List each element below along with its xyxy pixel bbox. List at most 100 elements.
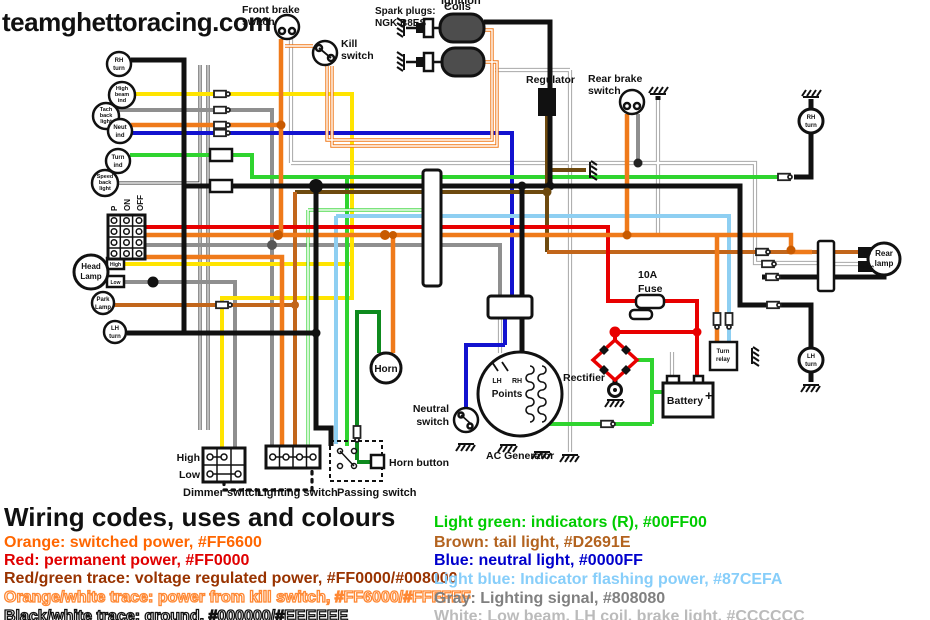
svg-text:Horn: Horn [374, 364, 397, 375]
svg-text:turn: turn [113, 66, 125, 72]
svg-text:back: back [99, 180, 112, 186]
dark-green-wires [355, 310, 381, 464]
connectors [208, 89, 836, 443]
ignition-p-label: P [110, 205, 119, 211]
kill-switch: Kill switch [311, 38, 374, 67]
blue-wires [128, 131, 514, 408]
green-trace-wires [306, 208, 423, 446]
svg-text:Spark plugs:: Spark plugs: [375, 6, 436, 17]
gray-wires [118, 108, 640, 448]
brake-tab-label: Brake [860, 265, 874, 271]
svg-text:switch: switch [341, 50, 374, 62]
svg-text:Turn: Turn [717, 349, 730, 355]
legend-title: Wiring codes, uses and colours [4, 502, 396, 532]
site-title: teamghettoracing.com [2, 7, 271, 37]
svg-text:switch: switch [416, 416, 449, 428]
park-lamp: Park Lamp [90, 290, 116, 316]
svg-text:back: back [100, 113, 113, 119]
svg-text:Tach: Tach [100, 107, 113, 113]
legend-red: Red: permanent power, #FF0000 [4, 552, 250, 569]
svg-text:RH: RH [807, 115, 816, 121]
svg-text:beam: beam [115, 92, 129, 98]
rectifier: Rectifier [563, 337, 640, 398]
lighting-switch [264, 444, 322, 470]
rear-lamp: Rear lamp Tail Brake [858, 241, 902, 277]
connector-block-1 [208, 147, 234, 163]
svg-text:Fuse: Fuse [638, 283, 663, 295]
turn-indicator: Turn ind [104, 147, 132, 175]
ac-generator: LH RH Points AC Generator [476, 350, 564, 462]
ignition-coils: Ignition Coils [438, 0, 486, 78]
ac-generator-label: AC Generator [486, 450, 554, 462]
svg-text:switch: switch [588, 85, 621, 97]
legend-light-green: Light green: indicators (R), #00FF00 [434, 514, 707, 531]
svg-text:RH: RH [512, 378, 522, 385]
svg-text:ind: ind [118, 98, 126, 104]
wires [114, 19, 887, 464]
regulator: Regulator [526, 74, 575, 116]
components: RH turn High beam ind Tach back light Ne… [72, 0, 902, 499]
svg-text:Park: Park [96, 297, 110, 303]
horn-button-label: Horn button [389, 457, 449, 469]
bullet-connectors [213, 89, 793, 443]
green-wires [130, 153, 786, 446]
horn-button [369, 453, 386, 470]
legend-gray: Gray: Lighting signal, #808080 [434, 590, 666, 607]
fuse-10a: 10A Fuse [628, 269, 666, 321]
connector-block-2 [208, 178, 234, 194]
svg-text:Neutral: Neutral [413, 403, 449, 415]
svg-text:Regulator: Regulator [526, 74, 575, 86]
svg-text:Head: Head [81, 262, 101, 271]
dimmer-switch-label: Dimmer switch [183, 487, 262, 499]
legend-orange-white: Orange/white trace: power from kill swit… [3, 588, 471, 606]
svg-text:relay: relay [716, 357, 731, 363]
svg-text:LH: LH [492, 378, 501, 385]
horn: Horn [369, 351, 403, 385]
speed-back-light: Speed back light [90, 168, 120, 198]
legend-orange: Orange: switched power, #FF6600 [4, 534, 262, 551]
svg-text:Front brake: Front brake [242, 4, 300, 16]
rear-brake-switch: Rear brake switch [588, 73, 646, 116]
svg-text:Battery: Battery [667, 395, 703, 407]
battery-plus: + [705, 388, 713, 403]
wiring-diagram: RH turn High beam ind Tach back light Ne… [2, 0, 902, 499]
svg-text:ind: ind [114, 163, 123, 169]
svg-text:Kill: Kill [341, 38, 357, 50]
svg-text:light: light [100, 119, 112, 125]
svg-text:Rear brake: Rear brake [588, 73, 642, 85]
light-blue-wires [334, 214, 731, 444]
neutral-switch: Neutral switch [413, 403, 480, 434]
svg-text:turn: turn [805, 362, 817, 368]
ignition-on-label: ON [123, 199, 132, 211]
high-beam-indicator: High beam ind [107, 80, 137, 110]
svg-text:lamp: lamp [875, 259, 894, 268]
battery: Battery + [661, 374, 715, 419]
svg-text:Rectifier: Rectifier [563, 372, 605, 384]
svg-text:Coils: Coils [444, 1, 471, 13]
svg-text:High: High [116, 86, 129, 92]
tail-tab-label: Tail [863, 251, 872, 257]
lighting-switch-label: Lighting switch [257, 487, 338, 499]
svg-text:High: High [177, 452, 200, 464]
passing-switch: Horn button [329, 440, 449, 482]
svg-text:Neut: Neut [113, 125, 126, 131]
neutral-indicator: Neut ind [106, 117, 134, 145]
headlamp-high-tab: High [110, 262, 121, 268]
legend-brown: Brown: tail light, #D2691E [434, 534, 631, 551]
svg-text:Lamp: Lamp [80, 272, 101, 281]
front-brake-switch: Front brake switch [242, 4, 301, 41]
lh-turn-left-lamp: LH turn [102, 319, 128, 345]
rh-turn-right-lamp: RH turn [797, 107, 825, 135]
kill-switch-trace-wires [285, 28, 499, 148]
legend-red-green: Red/green trace: voltage regulated power… [4, 570, 458, 587]
head-lamp: Head Lamp High Low [72, 253, 126, 291]
rh-turn-left-label: RH [115, 58, 124, 64]
rh-turn-left-lamp: RH turn [105, 50, 133, 78]
junction-dots [147, 120, 796, 338]
svg-text:turn: turn [805, 123, 817, 129]
svg-text:switch: switch [242, 16, 275, 28]
svg-text:Turn: Turn [112, 155, 125, 161]
ignition-cut-label: Ignition [441, 0, 481, 7]
ignition-switch: P ON OFF [106, 195, 147, 261]
